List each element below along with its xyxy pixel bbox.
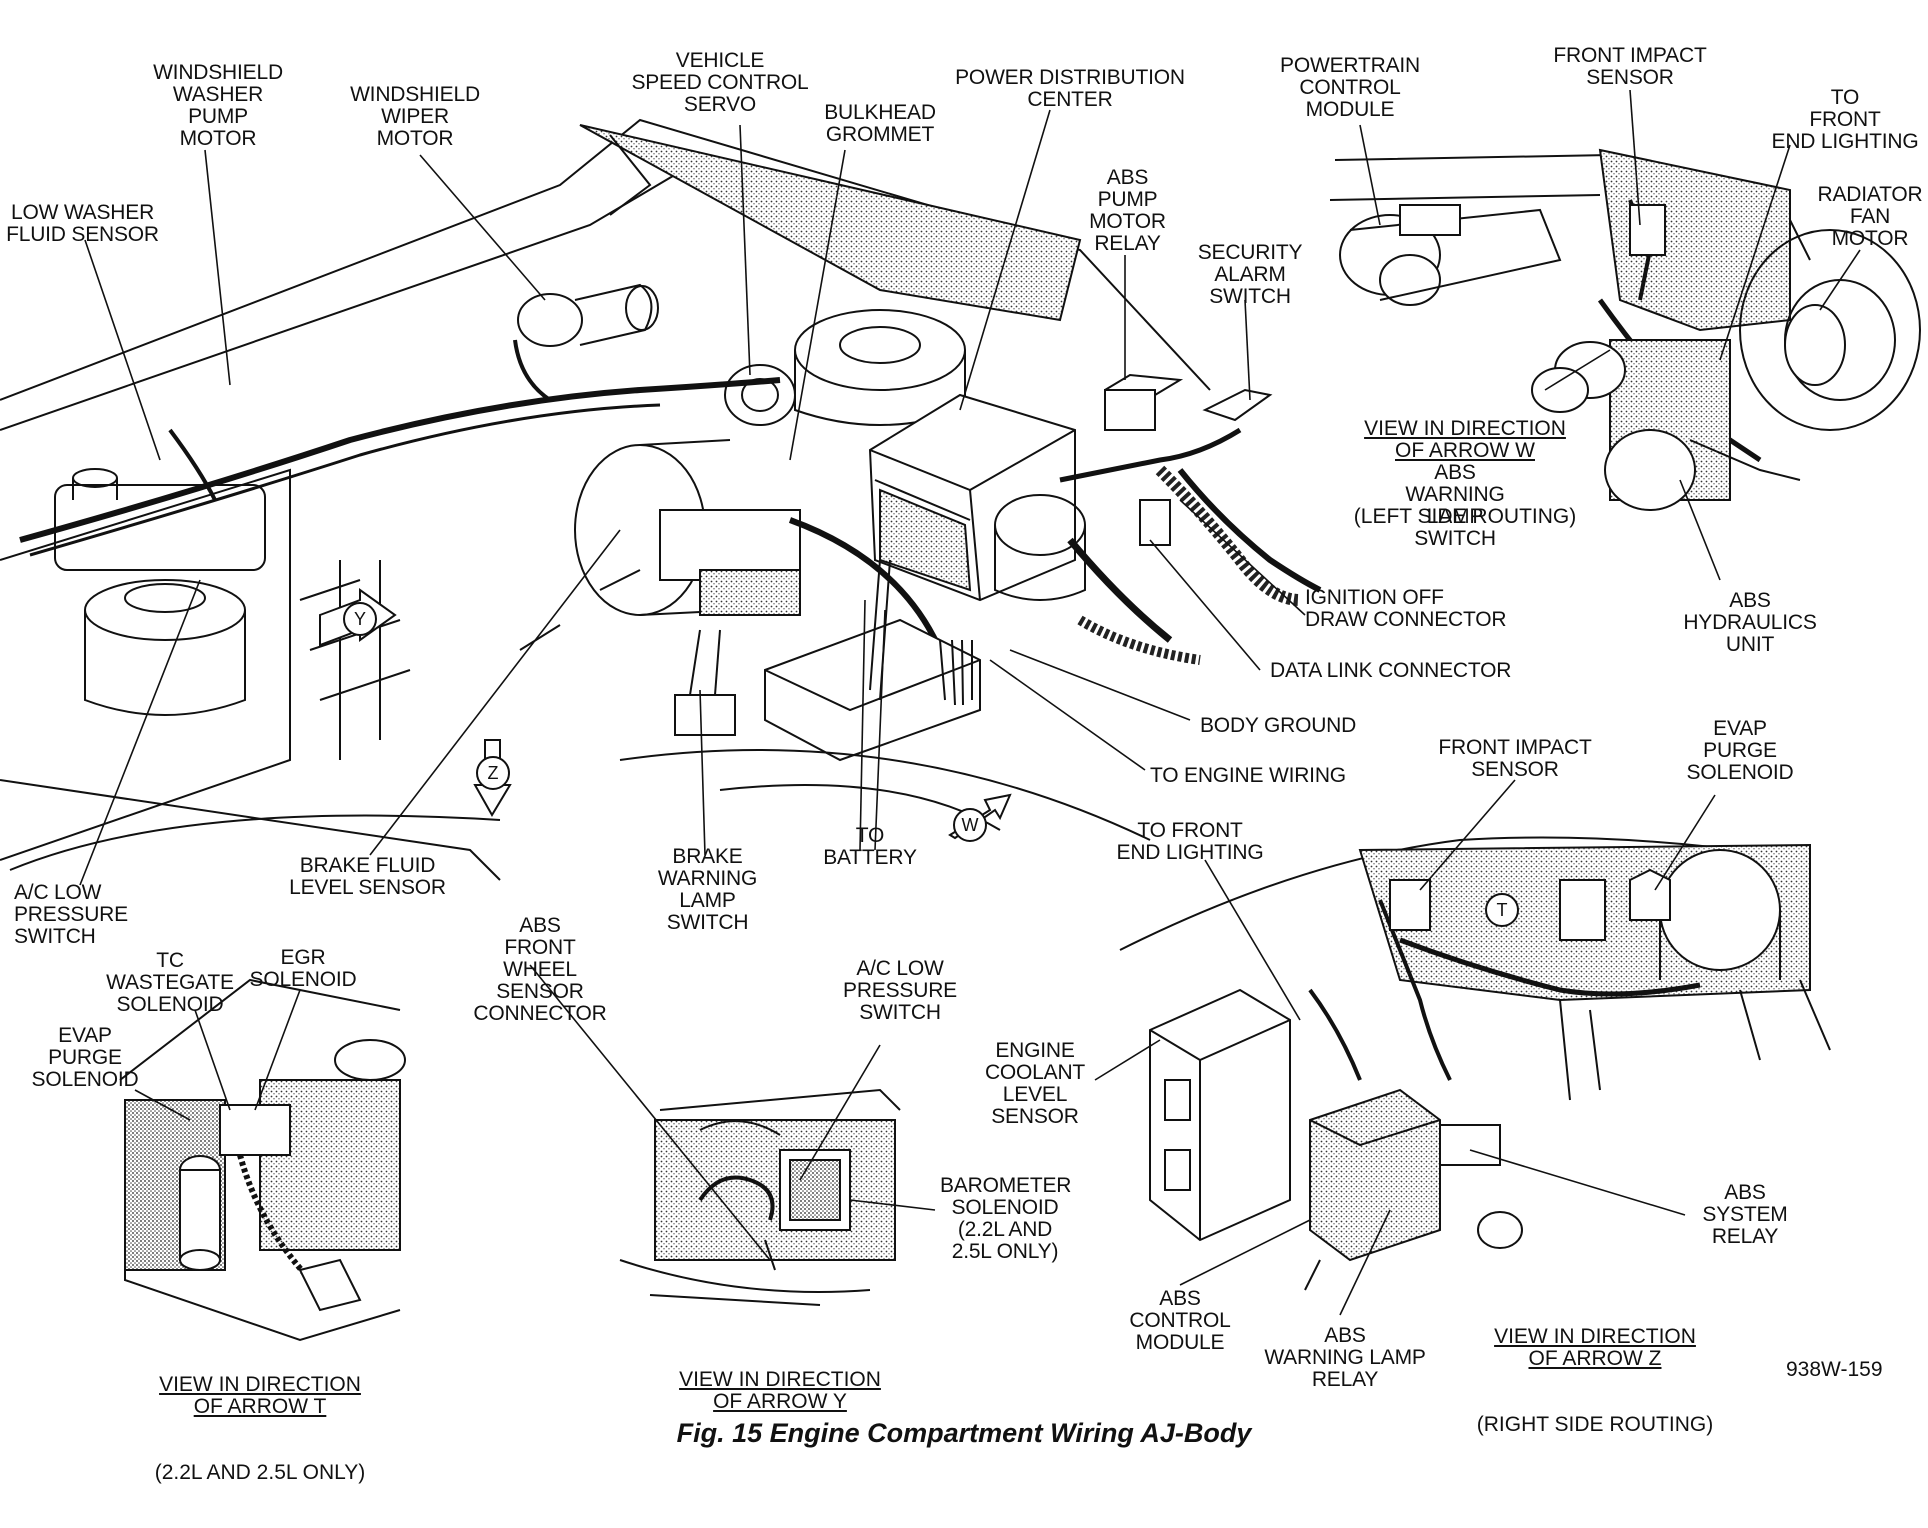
view-z-drawing — [1119, 836, 1831, 1291]
view-t-title: VIEW IN DIRECTION OF ARROW T — [159, 1373, 361, 1418]
arrow-marker-z: Z — [476, 756, 510, 790]
label-windshield-wiper-motor: WINDSHIELD WIPER MOTOR — [350, 83, 480, 150]
view-y-caption: VIEW IN DIRECTION OF ARROW Y — [650, 1325, 910, 1457]
leader-lines — [79, 89, 1861, 1316]
view-w-caption: VIEW IN DIRECTION OF ARROW W (LEFT SIDE … — [1335, 374, 1595, 572]
label-abs-system-relay: ABS SYSTEM RELAY — [1702, 1181, 1788, 1248]
label-abs-front-wheel-sensor-connector: ABS FRONT WHEEL SENSOR CONNECTOR — [473, 914, 607, 1025]
label-abs-pump-motor-relay: ABS PUMP MOTOR RELAY — [1089, 166, 1166, 255]
figure-id: 938W-159 — [1786, 1358, 1883, 1381]
label-power-distribution-center: POWER DISTRIBUTION CENTER — [955, 66, 1185, 111]
view-z-note: (RIGHT SIDE ROUTING) — [1476, 1413, 1714, 1436]
label-to-battery: TO BATTERY — [823, 824, 917, 869]
main-view — [0, 118, 1322, 881]
figure-caption: Fig. 15 Engine Compartment Wiring AJ-Bod… — [676, 1418, 1252, 1448]
label-evap-purge-solenoid-right: EVAP PURGE SOLENOID — [1686, 717, 1794, 784]
label-abs-warning-lamp-relay: ABS WARNING LAMP RELAY — [1264, 1324, 1426, 1391]
label-egr-solenoid: EGR SOLENOID — [249, 946, 357, 991]
label-abs-warning-lamp-switch: ABS WARNING LAMP SWITCH — [1405, 461, 1505, 550]
view-z-title: VIEW IN DIRECTION OF ARROW Z — [1494, 1325, 1696, 1370]
label-ac-low-pressure-switch-y: A/C LOW PRESSURE SWITCH — [843, 957, 957, 1024]
label-engine-coolant-level-sensor: ENGINE COOLANT LEVEL SENSOR — [984, 1039, 1086, 1128]
label-front-impact-sensor-top: FRONT IMPACT SENSOR — [1553, 44, 1707, 89]
arrow-marker-y: Y — [343, 602, 377, 636]
label-evap-purge-solenoid-left: EVAP PURGE SOLENOID — [31, 1024, 139, 1091]
label-tc-wastegate-solenoid: TC WASTEGATE SOLENOID — [106, 949, 234, 1016]
label-abs-hydraulics-unit: ABS HYDRAULICS UNIT — [1683, 589, 1817, 656]
view-y-title: VIEW IN DIRECTION OF ARROW Y — [679, 1368, 881, 1413]
engine-compartment-drawing — [0, 89, 1921, 1342]
view-w-title: VIEW IN DIRECTION OF ARROW W — [1364, 417, 1566, 462]
label-data-link-connector: DATA LINK CONNECTOR — [1270, 659, 1512, 682]
label-powertrain-control-module: POWERTRAIN CONTROL MODULE — [1280, 54, 1420, 121]
label-low-washer-fluid-sensor: LOW WASHER FLUID SENSOR — [6, 201, 159, 246]
view-z-caption: VIEW IN DIRECTION OF ARROW Z (RIGHT SIDE… — [1465, 1282, 1725, 1480]
label-to-front-end-lighting-top: TO FRONT END LIGHTING — [1771, 86, 1919, 153]
label-security-alarm-switch: SECURITY ALARM SWITCH — [1197, 241, 1303, 308]
diagram-canvas: Y Z W T WINDSHIELD WASHER PUMP MOTOR WIN… — [0, 44, 1923, 1484]
view-w-drawing — [1329, 148, 1921, 511]
label-abs-control-module: ABS CONTROL MODULE — [1129, 1287, 1231, 1354]
view-y-drawing — [619, 1088, 901, 1306]
arrow-marker-t: T — [1485, 893, 1519, 927]
label-to-front-end-lighting-z: TO FRONT END LIGHTING — [1116, 819, 1264, 864]
view-t-note: (2.2L AND 2.5L ONLY) — [154, 1461, 366, 1484]
label-front-impact-sensor-z: FRONT IMPACT SENSOR — [1438, 736, 1592, 781]
view-t-drawing — [119, 978, 406, 1342]
label-ac-low-pressure-switch-main: A/C LOW PRESSURE SWITCH — [14, 881, 128, 948]
label-brake-fluid-level-sensor: BRAKE FLUID LEVEL SENSOR — [289, 854, 446, 899]
label-to-engine-wiring: TO ENGINE WIRING — [1150, 764, 1346, 787]
label-barometer-solenoid: BAROMETER SOLENOID (2.2L AND 2.5L ONLY) — [940, 1174, 1072, 1263]
label-ignition-off-draw-connector: IGNITION OFF DRAW CONNECTOR — [1305, 586, 1507, 631]
label-body-ground: BODY GROUND — [1200, 714, 1357, 737]
label-windshield-washer-pump-motor: WINDSHIELD WASHER PUMP MOTOR — [153, 61, 283, 150]
arrow-marker-w: W — [953, 808, 987, 842]
label-radiator-fan-motor: RADIATOR FAN MOTOR — [1817, 183, 1923, 250]
label-vehicle-speed-control-servo: VEHICLE SPEED CONTROL SERVO — [631, 49, 809, 116]
view-w-note: (LEFT SIDE ROUTING) — [1353, 505, 1577, 528]
label-brake-warning-lamp-switch: BRAKE WARNING LAMP SWITCH — [657, 845, 758, 934]
label-bulkhead-grommet: BULKHEAD GROMMET — [824, 101, 936, 146]
